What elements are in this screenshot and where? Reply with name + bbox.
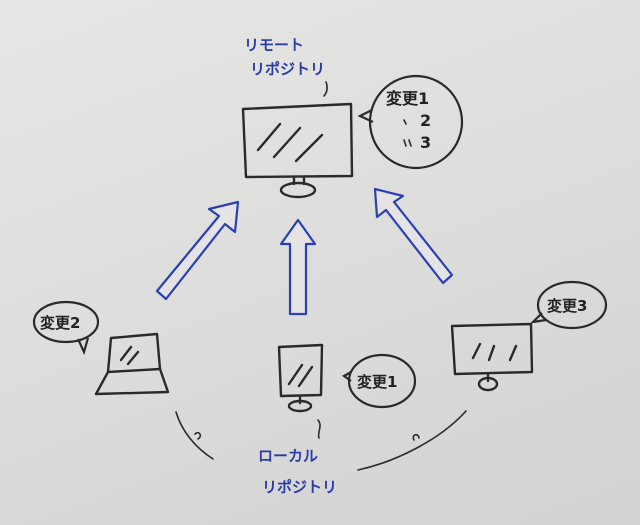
push-arrow-right bbox=[373, 187, 454, 285]
local-label-line2: リポジトリ bbox=[262, 478, 337, 496]
remote-label-line1: リモート bbox=[244, 36, 304, 54]
laptop-keyboard bbox=[94, 367, 170, 396]
right-monitor-screen bbox=[450, 322, 534, 376]
client-monitor-center-icon bbox=[277, 343, 324, 413]
client-laptop-icon bbox=[94, 332, 170, 396]
local-repo-label: ローカル リポジトリ bbox=[258, 447, 337, 496]
laptop-screen bbox=[106, 332, 162, 374]
remote-repo-label: リモート リポジトリ bbox=[244, 36, 328, 97]
local-label-line1: ローカル bbox=[258, 447, 318, 465]
remote-label-line2: リポジトリ bbox=[250, 60, 325, 78]
client2-changes-bubble: 変更1 bbox=[341, 353, 417, 409]
remote-bubble-change1: 変更1 bbox=[386, 89, 429, 108]
client3-changes-bubble: 変更3 bbox=[529, 280, 608, 330]
remote-bubble-change2: 2 bbox=[420, 111, 431, 130]
remote-bubble-change3: 3 bbox=[420, 133, 431, 152]
right-monitor-stand bbox=[477, 376, 499, 392]
client3-bubble-text: 変更3 bbox=[547, 297, 587, 315]
remote-label-pointer bbox=[323, 81, 328, 97]
client1-changes-bubble: 変更2 bbox=[32, 300, 100, 356]
push-arrow-center bbox=[279, 218, 317, 316]
center-monitor-screen bbox=[277, 343, 324, 398]
client2-bubble-text: 変更1 bbox=[357, 373, 397, 391]
remote-changes-bubble: 変更1 2 3 bbox=[357, 74, 464, 170]
remote-monitor-icon bbox=[241, 102, 354, 199]
client-monitor-right-icon bbox=[450, 322, 534, 392]
remote-monitor-screen bbox=[241, 102, 354, 179]
local-grouping-lines bbox=[175, 410, 467, 471]
center-monitor-stand bbox=[287, 399, 313, 413]
client1-bubble-text: 変更2 bbox=[40, 314, 80, 332]
remote-monitor-stand bbox=[279, 181, 317, 199]
remote-bubble-outline bbox=[368, 74, 464, 170]
push-arrow-left bbox=[155, 200, 240, 301]
